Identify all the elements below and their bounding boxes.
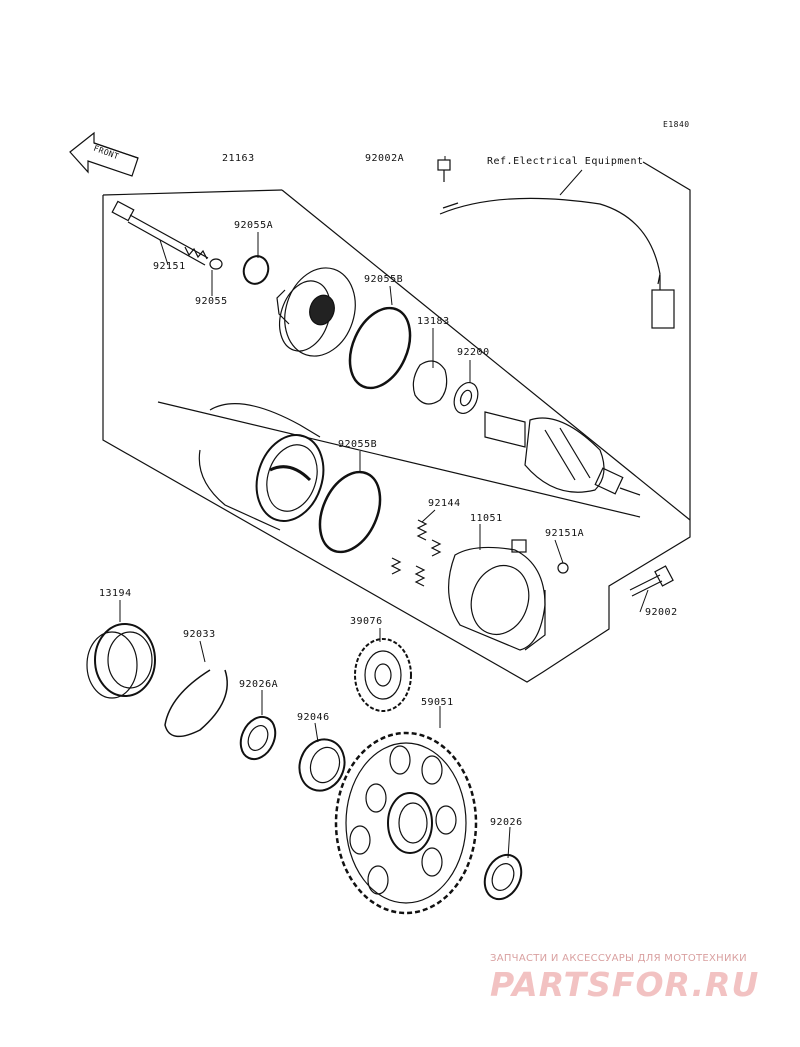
part-label-92144[interactable]: 92144 xyxy=(428,498,461,509)
part-label-92046[interactable]: 92046 xyxy=(297,712,330,723)
o-ring-92055 xyxy=(209,258,223,270)
part-label-92151[interactable]: 92151 xyxy=(153,261,186,272)
o-ring-92055B-upper xyxy=(348,306,412,390)
part-label-92055B-lower[interactable]: 92055B xyxy=(338,439,378,450)
part-label-13194[interactable]: 13194 xyxy=(99,588,132,599)
through-bolt-92151 xyxy=(111,200,209,266)
part-label-39076[interactable]: 39076 xyxy=(350,616,383,627)
clutch-13194 xyxy=(86,623,156,699)
nut-92151A xyxy=(557,562,569,574)
leader-lines xyxy=(119,156,649,859)
part-label-92055[interactable]: 92055 xyxy=(195,296,228,307)
front-cover-11051 xyxy=(447,539,546,651)
watermark-tagline: ЗАПЧАСТИ И АКСЕССУАРЫ ДЛЯ МОТОТЕХНИКИ xyxy=(490,953,747,964)
part-label-92002[interactable]: 92002 xyxy=(645,607,678,618)
part-label-21163[interactable]: 21163 xyxy=(222,153,255,164)
part-label-92002A[interactable]: 92002A xyxy=(365,153,405,164)
washer-92026 xyxy=(483,853,523,901)
assembly-outline xyxy=(102,161,691,683)
part-label-13183[interactable]: 13183 xyxy=(417,316,450,327)
part-label-92033[interactable]: 92033 xyxy=(183,629,216,640)
diagram-code: E1840 xyxy=(663,120,690,129)
armature xyxy=(484,411,641,496)
part-label-92151A[interactable]: 92151A xyxy=(545,528,585,539)
ref-electrical-equipment-link[interactable]: Ref.Electrical Equipment xyxy=(487,156,644,167)
springs-92144 xyxy=(390,519,442,587)
o-ring-92055A xyxy=(242,255,270,285)
o-ring-92055B-lower xyxy=(318,470,382,554)
end-cover xyxy=(276,267,356,357)
bolt-92002 xyxy=(629,565,674,597)
washer-92026A xyxy=(239,715,277,761)
starter-gear-59051 xyxy=(334,731,478,915)
yoke-housing xyxy=(157,401,641,531)
front-arrow-icon xyxy=(69,131,139,177)
washer-92200 xyxy=(453,382,479,414)
part-label-11051[interactable]: 11051 xyxy=(470,513,503,524)
needle-bearing-92046 xyxy=(298,738,346,792)
part-label-92055A[interactable]: 92055A xyxy=(234,220,274,231)
part-label-92026A[interactable]: 92026A xyxy=(239,679,279,690)
lead-wire xyxy=(437,159,675,329)
part-label-59051[interactable]: 59051 xyxy=(421,697,454,708)
part-label-92200[interactable]: 92200 xyxy=(457,347,490,358)
watermark-logo: PARTSFOR.RU xyxy=(490,965,760,1004)
circlip-92033 xyxy=(164,669,228,738)
brush-plate-13183 xyxy=(412,360,448,405)
part-label-92055B-upper[interactable]: 92055B xyxy=(364,274,404,285)
idle-gear-39076 xyxy=(354,638,412,712)
part-label-92026[interactable]: 92026 xyxy=(490,817,523,828)
